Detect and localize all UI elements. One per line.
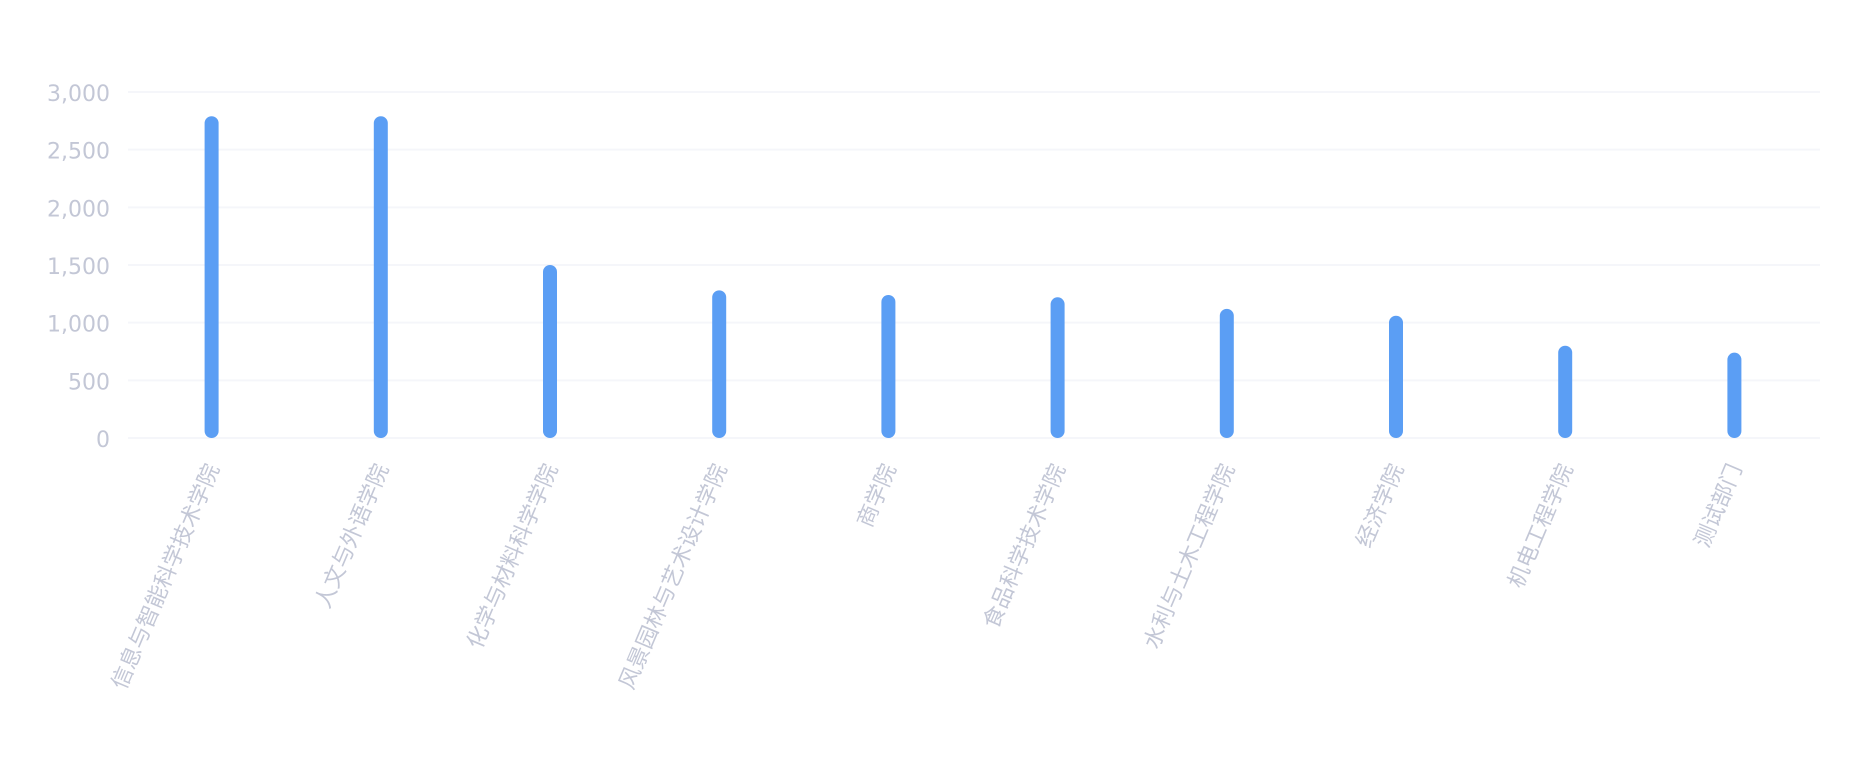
x-tick-label: 风景园林与艺术设计学院 (615, 461, 733, 694)
y-tick-label: 1,000 (47, 313, 110, 338)
bar[interactable] (1727, 352, 1742, 438)
x-tick-label: 水利与土木工程学院 (1140, 461, 1240, 653)
bars (204, 116, 1742, 438)
y-tick-label: 0 (96, 428, 110, 453)
bar[interactable] (1558, 345, 1573, 438)
grid-lines (128, 91, 1820, 439)
x-tick-label: 食品科学技术学院 (979, 461, 1071, 633)
y-tick-label: 500 (68, 370, 110, 395)
bar[interactable] (881, 294, 896, 438)
bar[interactable] (543, 265, 557, 438)
y-tick-label: 1,500 (47, 255, 110, 280)
bar[interactable] (373, 116, 388, 438)
bar[interactable] (712, 290, 727, 438)
y-tick-label: 3,000 (47, 82, 110, 107)
x-tick-label: 信息与智能科学技术学院 (108, 461, 226, 694)
bar[interactable] (1050, 297, 1065, 438)
x-tick-label: 测试部门 (1691, 461, 1748, 552)
x-tick-label: 经济学院 (1352, 461, 1409, 552)
y-tick-label: 2,000 (47, 197, 110, 222)
x-axis: 信息与智能科学技术学院 人文与外语学院化学与材料科学学院风景园林与艺术设计学院 商学… (108, 461, 1748, 694)
x-tick-label: 人文与外语学院 (311, 461, 394, 613)
bar[interactable] (1219, 308, 1234, 438)
x-tick-label: 化学与材料科学学院 (463, 461, 563, 653)
bar[interactable] (1389, 315, 1403, 438)
bar[interactable] (204, 116, 219, 438)
x-tick-label: 商学院 (853, 461, 902, 532)
y-axis: 0 500 1,000 1,500 2,000 2,500 3,000 (47, 82, 110, 453)
y-tick-label: 2,500 (47, 140, 110, 165)
x-tick-label: 机电工程学院 (1504, 461, 1579, 592)
